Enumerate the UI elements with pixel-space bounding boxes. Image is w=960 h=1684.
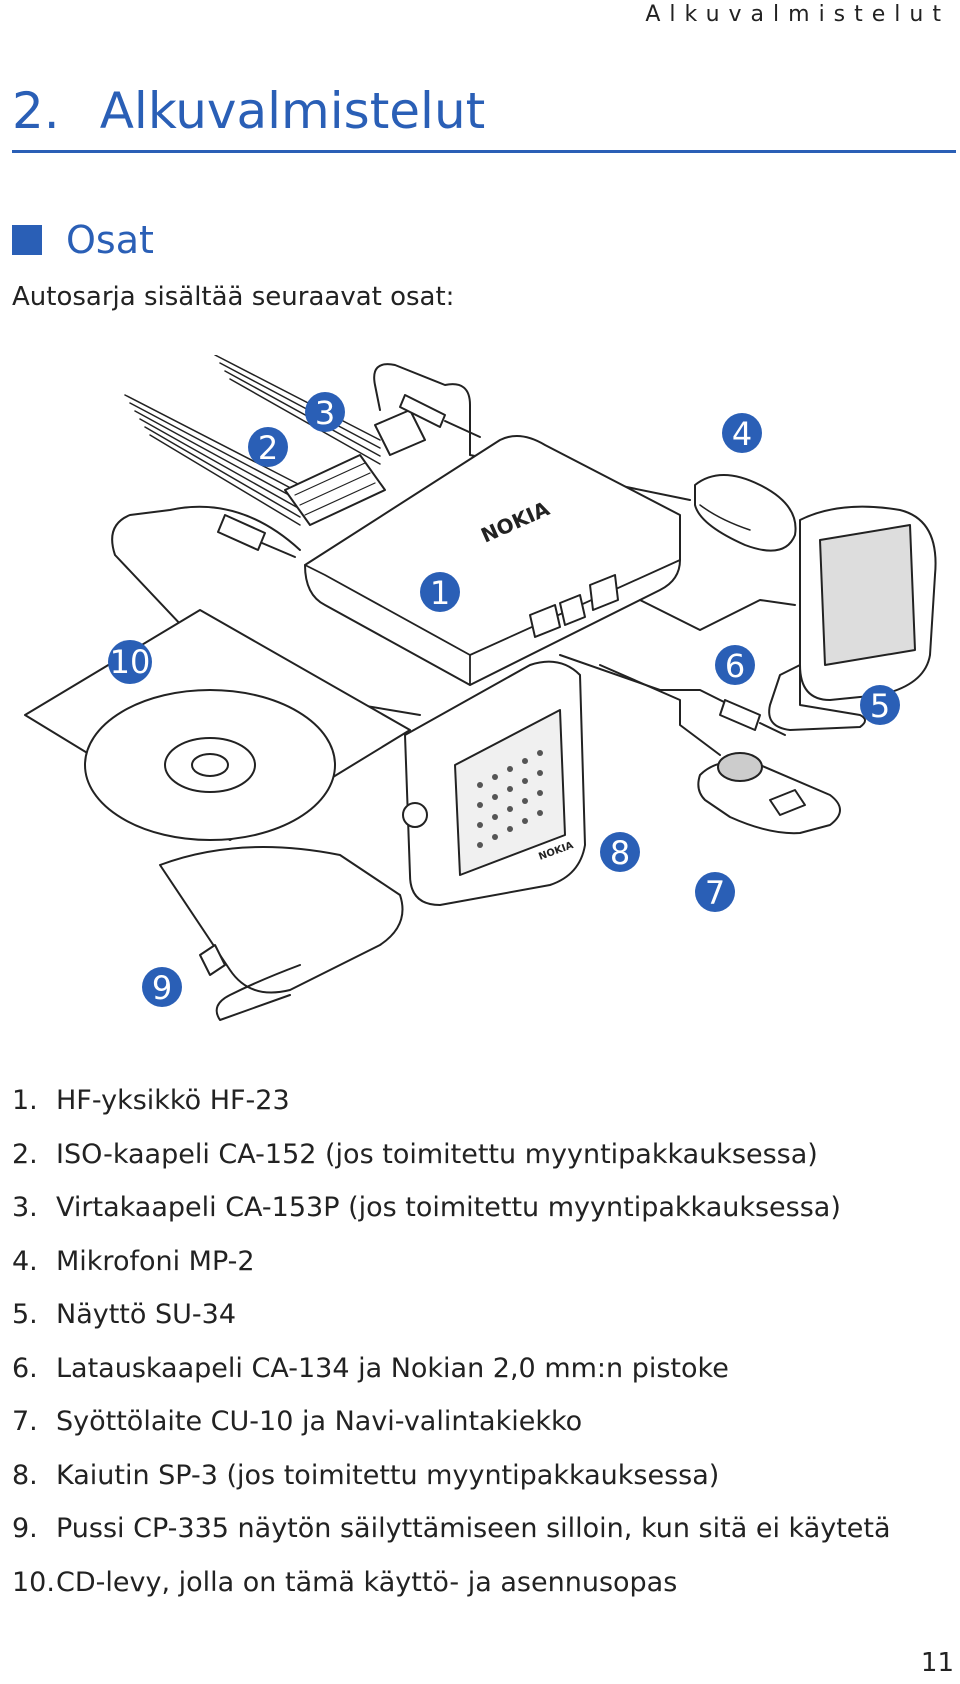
charging-cable [559,654,741,711]
callout-7: 7 [695,872,735,912]
list-item-number: 7. [12,1406,38,1437]
charging-plug [719,699,786,736]
title-rule [12,150,956,153]
callout-8: 8 [600,832,640,872]
running-header: Alkuvalmistelut [645,2,950,27]
list-item-number: 10. [12,1566,55,1598]
list-item-text: Latauskaapeli CA-134 ja Nokian 2,0 mm:n … [56,1352,729,1384]
input-device [697,752,841,835]
microphone [694,474,797,552]
list-item: 4. Mikrofoni MP-2 [12,1246,891,1300]
list-item-number: 5. [12,1299,38,1330]
svg-text:4: 4 [732,415,752,453]
list-item: 5. Näyttö SU-34 [12,1299,891,1353]
chapter-title: 2. Alkuvalmistelut [12,82,485,140]
list-item-text: ISO-kaapeli CA-152 (jos toimitettu myynt… [56,1138,818,1170]
speaker: NOKIA [402,660,586,906]
chapter-number: 2. [12,82,60,140]
list-item-number: 6. [12,1352,38,1384]
list-item-number: 2. [12,1138,38,1170]
list-item-number: 4. [12,1245,38,1277]
power-connector [374,409,426,456]
list-item-text: Virtakaapeli CA-153P (jos toimitettu myy… [56,1192,841,1223]
list-item: 8. Kaiutin SP-3 (jos toimitettu myyntipak… [12,1460,891,1514]
iso-cable-wires [124,355,381,526]
callout-2: 2 [248,427,288,467]
list-item-text: Pussi CP-335 näytön säilyttämiseen sillo… [56,1513,891,1544]
list-item: 6. Latauskaapeli CA-134 ja Nokian 2,0 mm:… [12,1353,891,1407]
callout-9: 9 [142,967,182,1007]
cd-cable-plug [217,514,296,558]
section-bullet-icon [12,225,42,255]
svg-text:1: 1 [430,574,450,612]
display-unit [768,505,937,731]
svg-text:8: 8 [610,834,630,872]
chapter-title-text: Alkuvalmistelut [99,82,486,140]
list-item: 7. Syöttölaite CU-10 ja Navi-valintakiekk… [12,1406,891,1460]
svg-text:7: 7 [705,874,725,912]
svg-text:9: 9 [152,969,172,1007]
callout-10: 10 [108,640,152,684]
list-item-text: Kaiutin SP-3 (jos toimitettu myyntipakka… [56,1459,720,1491]
callout-4: 4 [722,413,762,453]
hf-unit: NOKIA [304,435,681,686]
list-item-number: 1. [12,1085,38,1116]
list-item-text: Syöttölaite CU-10 ja Navi-valintakiekko [56,1406,583,1437]
display-cable [639,599,796,631]
iso-connector [284,454,386,526]
list-item-number: 9. [12,1513,38,1544]
callout-5: 5 [860,685,900,725]
intro-text: Autosarja sisältää seuraavat osat: [12,282,455,312]
input-device-cable [599,664,721,756]
svg-text:3: 3 [315,394,335,432]
list-item-number: 8. [12,1459,38,1491]
parts-list: 1. HF-yksikkö HF-23 2. ISO-kaapeli CA-152 … [12,1085,891,1620]
list-item: 1. HF-yksikkö HF-23 [12,1085,891,1139]
parts-illustration: NOKIA [24,355,937,1021]
callout-3: 3 [305,392,345,432]
cd-disc [24,609,411,841]
svg-text:6: 6 [725,647,745,685]
section-title: Osat [66,218,154,262]
list-item: 2. ISO-kaapeli CA-152 (jos toimitettu myy… [12,1139,891,1193]
svg-text:5: 5 [870,687,890,725]
list-item: 3. Virtakaapeli CA-153P (jos toimitettu m… [12,1192,891,1246]
svg-text:2: 2 [258,429,278,467]
callout-6: 6 [715,645,755,685]
microphone-plug [399,394,481,438]
page-number: 11 [920,1648,954,1678]
pouch [159,846,404,1021]
list-item: 9. Pussi CP-335 näytön säilyttämiseen sil… [12,1513,891,1567]
list-item-text: Mikrofoni MP-2 [56,1245,255,1277]
section-heading: Osat [12,218,154,262]
list-item-text: CD-levy, jolla on tämä käyttö- ja asennu… [56,1566,678,1598]
svg-text:10: 10 [110,643,151,681]
list-item-text: Näyttö SU-34 [56,1299,236,1330]
list-item-text: HF-yksikkö HF-23 [56,1085,290,1116]
list-item: 10.CD-levy, jolla on tämä käyttö- ja ase… [12,1567,891,1621]
list-item-number: 3. [12,1192,38,1223]
callout-1: 1 [420,572,460,612]
